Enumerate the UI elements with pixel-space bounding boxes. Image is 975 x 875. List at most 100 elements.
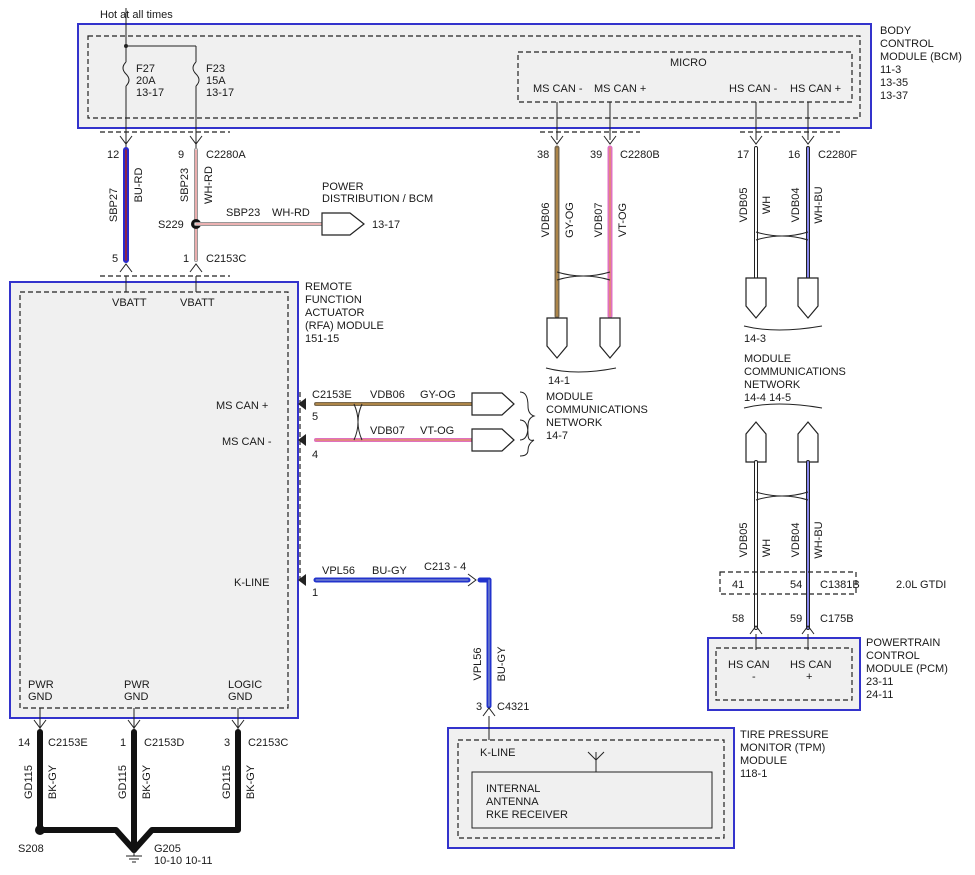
svg-text:ANTENNA: ANTENNA	[486, 796, 539, 808]
hs-mcn-label: MODULE COMMUNICATIONS NETWORK 14-4 14-5	[744, 353, 846, 404]
connector-c175b: C175B	[820, 613, 854, 625]
svg-text:+: +	[806, 671, 812, 683]
svg-text:13-17: 13-17	[136, 87, 164, 99]
svg-text:14-4 14-5: 14-4 14-5	[744, 392, 791, 404]
fuse-f23-icon	[192, 61, 200, 87]
pcm-hs-connector-1	[745, 421, 767, 463]
rfa-ms-can-plus: MS CAN +	[216, 400, 268, 412]
connector-c1381b: C1381B	[820, 579, 860, 591]
ground-gd115-2: GD115	[117, 765, 129, 799]
pin-17: 17	[737, 149, 749, 161]
tpm-inner-dash	[457, 739, 725, 839]
bcm-hs-can-minus: HS CAN -	[729, 83, 778, 95]
pcm-hs-twist-icon	[755, 491, 809, 501]
wire-sbp23-color: WH-RD	[203, 166, 215, 204]
rfa-can-pin-5: 5	[312, 411, 318, 423]
svg-text:HS CAN: HS CAN	[728, 659, 770, 671]
antenna-icon	[587, 751, 605, 772]
svg-text:11-3: 11-3	[880, 64, 901, 76]
pcm-vdb05: VDB05	[738, 523, 750, 558]
c1381b-box	[719, 571, 857, 595]
rfa-c2153e: C2153E	[312, 389, 352, 401]
bcm-ms-can-plus: MS CAN +	[594, 83, 646, 95]
ground-c2153c: C2153C	[248, 737, 288, 749]
splice-s208	[35, 825, 45, 835]
svg-text:MODULE: MODULE	[546, 391, 593, 403]
svg-text:PWR: PWR	[124, 679, 150, 691]
kline-c213: C213 - 4	[424, 561, 466, 573]
svg-text:CONTROL: CONTROL	[866, 650, 920, 662]
splice-s229-label: S229	[158, 219, 184, 231]
rfa-pwr-gnd-1: PWR GND	[28, 679, 54, 703]
bcm-micro-label: MICRO	[670, 57, 707, 69]
ground-c2153d: C2153D	[144, 737, 184, 749]
rfa-can-minus-connector	[471, 428, 515, 452]
svg-text:NETWORK: NETWORK	[546, 417, 603, 429]
ground-pin-3: 3	[224, 737, 230, 749]
svg-text:PWR: PWR	[28, 679, 54, 691]
wire-sbp27-color: BU-RD	[133, 168, 145, 203]
bcm-hs-connector-2	[797, 277, 819, 319]
connector-c2280f: C2280F	[818, 149, 857, 161]
ground-symbol-icon	[126, 850, 142, 863]
hot-at-all-times-label: Hot at all times	[100, 9, 173, 21]
pin-59: 59	[790, 613, 802, 625]
svg-text:CONTROL: CONTROL	[880, 38, 934, 50]
pcm-wh-bu: WH-BU	[813, 521, 825, 558]
ground-bk-gy-1: BK-GY	[47, 764, 59, 799]
pcm-hs-connector-2	[797, 421, 819, 463]
pin-9: 9	[178, 149, 184, 161]
bcm-wh-bu: WH-BU	[813, 186, 825, 223]
svg-text:20A: 20A	[136, 75, 156, 87]
pin-39: 39	[590, 149, 602, 161]
rfa-title: REMOTE FUNCTION ACTUATOR (RFA) MODULE 15…	[305, 281, 384, 345]
connector-c2280b: C2280B	[620, 149, 660, 161]
twisted-pair-icon	[353, 403, 363, 441]
svg-text:TIRE PRESSURE: TIRE PRESSURE	[740, 729, 829, 741]
rfa-pwr-gnd-2: PWR GND	[124, 679, 150, 703]
svg-text:118-1: 118-1	[740, 768, 767, 780]
bcm-module-box	[77, 23, 872, 129]
svg-text:FUNCTION: FUNCTION	[305, 294, 362, 306]
rfa-module-box	[9, 281, 299, 719]
ground-g205: G205	[154, 843, 181, 855]
svg-text:24-11: 24-11	[866, 689, 893, 701]
ground-pin-14: 14	[18, 737, 30, 749]
pcm-vdb04: VDB04	[790, 523, 802, 558]
connector-c2153c: C2153C	[206, 253, 246, 265]
rfa-can-plus-connector	[471, 392, 515, 416]
bcm-inner-dash	[87, 35, 861, 119]
bcm-wh: WH	[761, 196, 773, 214]
ground-bk-gy-3: BK-GY	[245, 764, 257, 799]
svg-text:MODULE (PCM): MODULE (PCM)	[866, 663, 948, 675]
mcn-bracket-icon	[519, 391, 536, 457]
fuse-f27-label: F27 20A 13-17	[136, 63, 164, 99]
svg-text:HS CAN: HS CAN	[790, 659, 832, 671]
pin-1-rfa: 1	[183, 253, 189, 265]
pin-38: 38	[537, 149, 549, 161]
svg-text:INTERNAL: INTERNAL	[486, 783, 540, 795]
svg-text:F23: F23	[206, 63, 225, 75]
pcm-inner-dash	[715, 647, 853, 701]
svg-text:ACTUATOR: ACTUATOR	[305, 307, 365, 319]
svg-text:(RFA) MODULE: (RFA) MODULE	[305, 320, 384, 332]
rfa-can-pin-4: 4	[312, 449, 318, 461]
svg-text:COMMUNICATIONS: COMMUNICATIONS	[546, 404, 648, 416]
wire-sbp23-circuit: SBP23	[179, 168, 191, 202]
svg-text:13-17: 13-17	[206, 87, 234, 99]
svg-text:LOGIC: LOGIC	[228, 679, 262, 691]
fuse-f23-label: F23 15A 13-17	[206, 63, 234, 99]
ground-g205-refs: 10-10 10-11	[154, 855, 213, 867]
bcm-gy-og: GY-OG	[564, 202, 576, 238]
pin-58: 58	[732, 613, 744, 625]
bcm-hs-connector-1	[745, 277, 767, 319]
connector-c2280a: C2280A	[206, 149, 246, 161]
svg-text:GND: GND	[124, 691, 149, 703]
bcm-ms-ref: 14-1	[548, 375, 570, 387]
branch-color: WH-RD	[272, 207, 310, 219]
rfa-k-line: K-LINE	[234, 577, 269, 589]
svg-text:-: -	[752, 671, 756, 683]
svg-text:REMOTE: REMOTE	[305, 281, 352, 293]
pcm-hs-can-minus: HS CAN -	[728, 659, 770, 683]
